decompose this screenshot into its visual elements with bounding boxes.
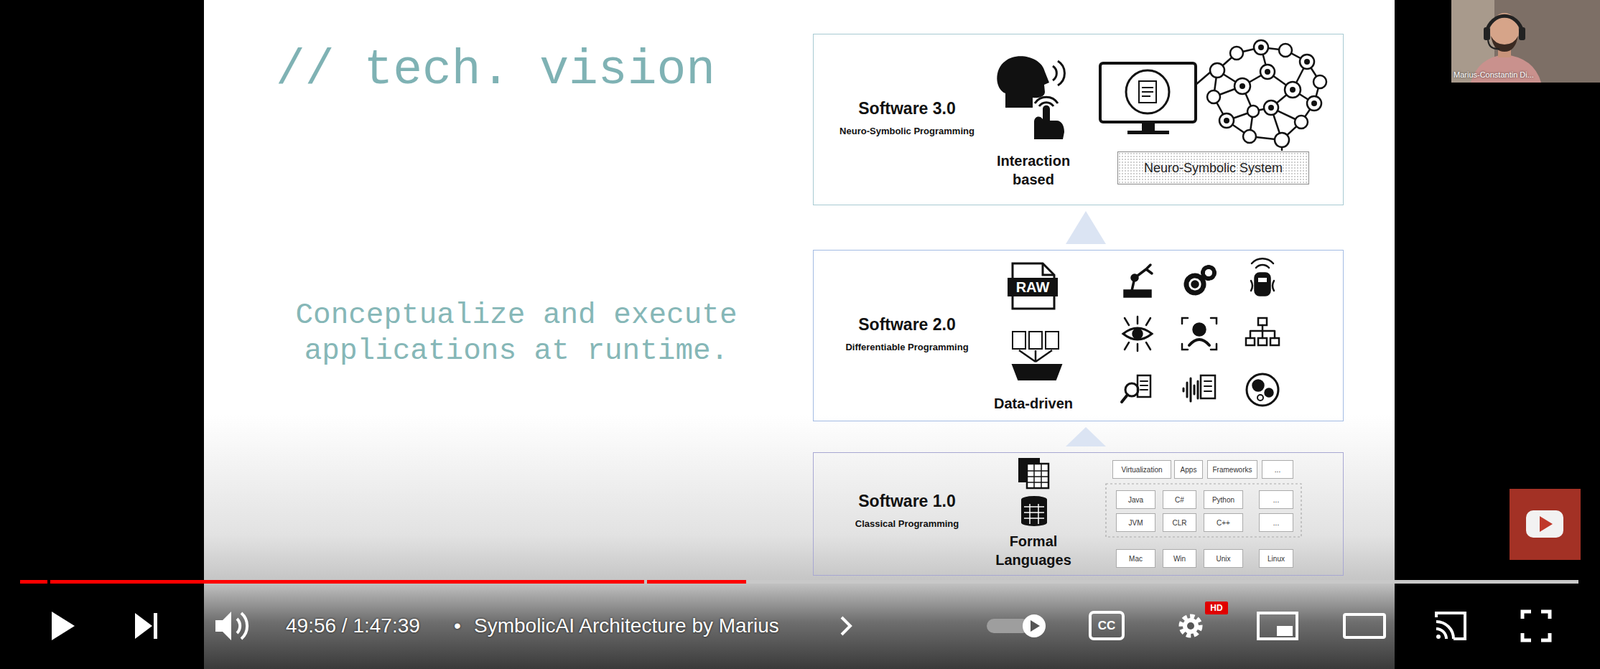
- tier-arrow: [1065, 211, 1106, 245]
- tier-title: Software 1.0: [820, 491, 994, 513]
- tech-label: C++: [1216, 519, 1231, 528]
- tech-box: C++: [1203, 513, 1244, 533]
- tech-label: JVM: [1128, 519, 1144, 528]
- tech-label: Frameworks: [1212, 466, 1252, 474]
- touch-hand-icon: [1034, 96, 1065, 140]
- participant-name: Marius-Constantin Di...: [1453, 69, 1534, 80]
- hd-badge: HD: [1205, 601, 1229, 615]
- speaking-head-icon: [996, 56, 1065, 108]
- slide-title: // tech. vision: [275, 41, 716, 100]
- tech-box: JVM: [1115, 513, 1156, 533]
- tech-label: CLR: [1171, 519, 1187, 528]
- raw-file-icon: [1007, 263, 1058, 309]
- tech-box: Apps: [1174, 460, 1203, 479]
- system-box: Neuro-Symbolic System: [1117, 151, 1310, 185]
- raw-icon-text: RAW: [1007, 277, 1058, 297]
- tech-box: Mac: [1115, 549, 1156, 569]
- software-tier-box: Software 2.0Differentiable ProgrammingDa…: [812, 249, 1344, 422]
- tier-subtitle: Differentiable Programming: [820, 341, 994, 354]
- tech-box: Python: [1203, 490, 1244, 510]
- software-tier-box: Software 1.0Classical ProgrammingFormal …: [812, 452, 1344, 576]
- tech-label: Win: [1173, 555, 1186, 564]
- tech-box: Linux: [1258, 549, 1294, 569]
- data-docs-icon: [1012, 331, 1062, 380]
- software-tier-box: Software 3.0Neuro-Symbolic ProgrammingIn…: [812, 33, 1344, 206]
- tech-box: CLR: [1162, 513, 1197, 533]
- tech-box: Java: [1115, 490, 1156, 510]
- separator-dot: •: [453, 613, 462, 640]
- tech-box: ...: [1261, 460, 1294, 479]
- progress-bar: [20, 580, 1579, 584]
- tech-label: ...: [1274, 466, 1281, 474]
- tier-mode: Data-driven: [983, 394, 1084, 413]
- tech-box: Virtualization: [1112, 460, 1172, 479]
- tier-mode: Interaction based: [986, 151, 1081, 189]
- spreadsheet-icon: [1018, 458, 1049, 489]
- tech-label: Java: [1128, 496, 1144, 505]
- webcam-thumbnail: [1451, 0, 1600, 83]
- tech-label: C#: [1174, 496, 1185, 505]
- tech-box: ...: [1258, 513, 1294, 533]
- slide-tagline: Conceptualize and execute applications a…: [264, 297, 768, 370]
- tier-mode: Formal Languages: [990, 532, 1077, 570]
- captions-icon-text: CC: [1090, 612, 1124, 640]
- youtube-button: [1509, 489, 1581, 561]
- monitor-icon: [1100, 63, 1211, 135]
- player-controls: [51, 611, 1550, 641]
- tech-label: ...: [1273, 496, 1279, 505]
- tier-subtitle: Classical Programming: [820, 518, 994, 530]
- tech-label: Unix: [1215, 555, 1231, 564]
- tier-title: Software 3.0: [820, 99, 994, 120]
- system-label: Neuro-Symbolic System: [1143, 160, 1283, 176]
- language-group-frame: [1105, 484, 1302, 538]
- video-title: SymbolicAI Architecture by Marius: [473, 613, 780, 640]
- tier-arrow-triangle: [1065, 427, 1106, 447]
- tier-title: Software 2.0: [820, 315, 994, 336]
- tech-box: ...: [1258, 490, 1294, 510]
- tech-label: Python: [1212, 496, 1235, 505]
- tier-arrow-triangle: [1065, 211, 1106, 245]
- tech-label: Apps: [1180, 466, 1198, 474]
- tech-label: Virtualization: [1121, 466, 1162, 474]
- database-icon: [1021, 496, 1048, 527]
- tech-label: Linux: [1267, 555, 1285, 564]
- tech-box: Frameworks: [1207, 460, 1258, 479]
- tech-box: C#: [1162, 490, 1197, 510]
- tech-box: Unix: [1203, 549, 1244, 569]
- tier-subtitle: Neuro-Symbolic Programming: [820, 125, 994, 138]
- app-icon-grid: [1121, 258, 1279, 406]
- video-time: 49:56 / 1:47:39: [285, 613, 421, 640]
- tier-arrow: [1065, 427, 1106, 447]
- tech-label: ...: [1273, 519, 1279, 528]
- brain-network-icon: [1207, 40, 1327, 151]
- tech-label: Mac: [1128, 555, 1143, 564]
- tech-box: Win: [1162, 549, 1197, 569]
